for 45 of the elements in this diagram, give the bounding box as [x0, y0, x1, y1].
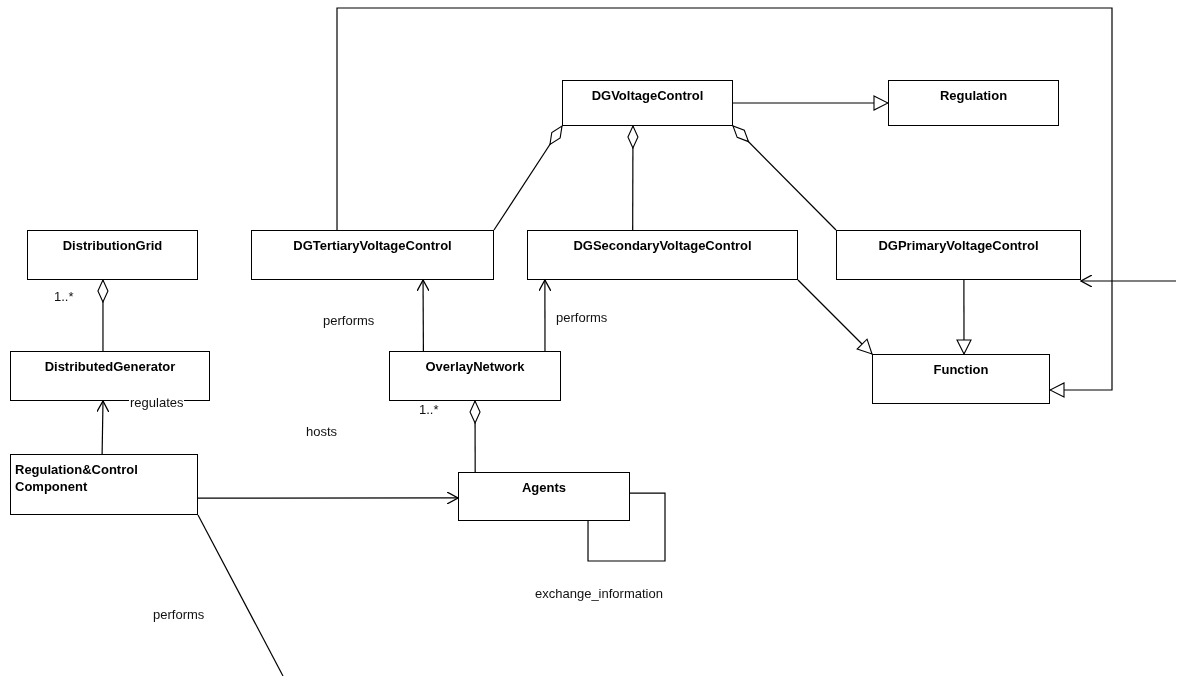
edge-label: performs [152, 607, 206, 622]
class-name: OverlayNetwork [425, 358, 525, 375]
class-box [389, 351, 561, 401]
edge-label: 1..* [53, 289, 75, 304]
class-box [458, 472, 630, 521]
aggregation-line [97, 279, 109, 352]
edge-label: hosts [305, 424, 339, 439]
edge-label: performs [555, 310, 609, 325]
edge-label: exchange_information [534, 586, 664, 601]
connector-line [336, 7, 1113, 398]
class-box [27, 230, 198, 280]
connector-line [797, 279, 873, 355]
aggregation-line [469, 400, 481, 473]
class-name: Function [933, 361, 989, 378]
class-box [251, 230, 494, 280]
connector-line [956, 279, 972, 355]
aggregation-line [732, 125, 837, 231]
connector-line [416, 279, 430, 352]
connector-line [197, 514, 284, 676]
connector-line [197, 491, 459, 505]
class-name: DGSecondaryVoltageControl [573, 237, 752, 254]
class-name: DGPrimaryVoltageControl [878, 237, 1039, 254]
connector-line [587, 492, 666, 562]
connector-line [538, 279, 552, 352]
class-box [888, 80, 1059, 126]
edge-label: 1..* [418, 402, 440, 417]
class-name: DGTertiaryVoltageControl [293, 237, 452, 254]
class-box [872, 354, 1050, 404]
connector-line [96, 400, 110, 455]
class-name: DistributionGrid [62, 237, 163, 254]
edge-label: performs [322, 313, 376, 328]
class-box [562, 80, 733, 126]
class-name: DGVoltageControl [591, 87, 704, 104]
class-box [527, 230, 798, 280]
class-name: Regulation&Control Component [15, 461, 139, 495]
class-box [836, 230, 1081, 280]
connector-line [1080, 274, 1177, 288]
class-name: DistributedGenerator [44, 358, 176, 375]
class-box [10, 454, 198, 515]
class-name: Regulation [939, 87, 1008, 104]
class-name: Agents [521, 479, 567, 496]
aggregation-line [493, 125, 563, 231]
edge-label: regulates [129, 395, 185, 410]
aggregation-line [627, 125, 639, 231]
connector-line [732, 95, 889, 111]
